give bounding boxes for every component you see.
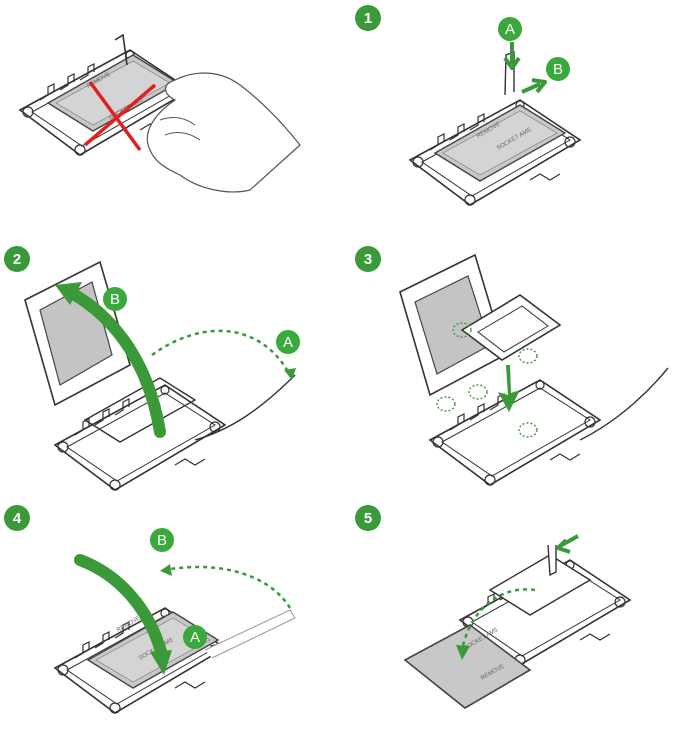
arrow-lid-close-b xyxy=(74,554,168,661)
alignment-notch-5 xyxy=(518,422,538,438)
panel-step-5: SOCKET AM5 REMOVE xyxy=(403,534,631,709)
arrow-lever-close-a xyxy=(164,565,292,609)
arrow-cover-pop-out xyxy=(460,588,536,651)
panel-wrong-removal: REMOVE SOCKET AM5 xyxy=(19,33,301,193)
alignment-notch-3 xyxy=(468,384,488,400)
step-badge-3: 3 xyxy=(355,246,381,272)
cpu-being-placed xyxy=(460,294,562,361)
lever-arm xyxy=(194,374,296,441)
lever-arm xyxy=(204,609,296,659)
arrow-right-b xyxy=(521,78,547,94)
arrow-down-a xyxy=(503,42,521,70)
alignment-notch-1 xyxy=(452,322,472,338)
arrow-place-down xyxy=(498,365,520,412)
step1-label-b: B xyxy=(546,57,570,81)
lever-arm xyxy=(579,367,669,441)
panel-step-2 xyxy=(24,260,296,491)
warning-x-stroke-1 xyxy=(88,80,142,152)
step4-label-b: B xyxy=(150,528,174,552)
arrow-lever-a xyxy=(151,329,292,376)
step-badge-2: 2 xyxy=(4,246,30,272)
lever-arm xyxy=(547,544,557,577)
warning-x-stroke-2 xyxy=(83,83,157,147)
arrow-push-lever xyxy=(556,534,579,554)
alignment-notch-2 xyxy=(518,348,538,364)
arrow-lid-open-b xyxy=(64,286,166,438)
alignment-notch-4 xyxy=(436,396,456,412)
step-badge-1: 1 xyxy=(355,5,381,31)
step1-label-a: A xyxy=(498,17,522,41)
lever-arm xyxy=(114,33,128,66)
step4-label-a: A xyxy=(183,625,207,649)
step-badge-4: 4 xyxy=(4,505,30,531)
panel-step-4: REMOVE SOCKET AM5 xyxy=(54,554,296,714)
hand-outline xyxy=(146,72,301,193)
panel-step-3 xyxy=(399,253,669,486)
step-badge-5: 5 xyxy=(355,505,381,531)
step2-label-a: A xyxy=(276,330,300,354)
panel-step-1: REMOVE SOCKET AM5 xyxy=(409,42,581,206)
step2-label-b: B xyxy=(103,287,127,311)
socket-cover-removed xyxy=(403,624,532,709)
